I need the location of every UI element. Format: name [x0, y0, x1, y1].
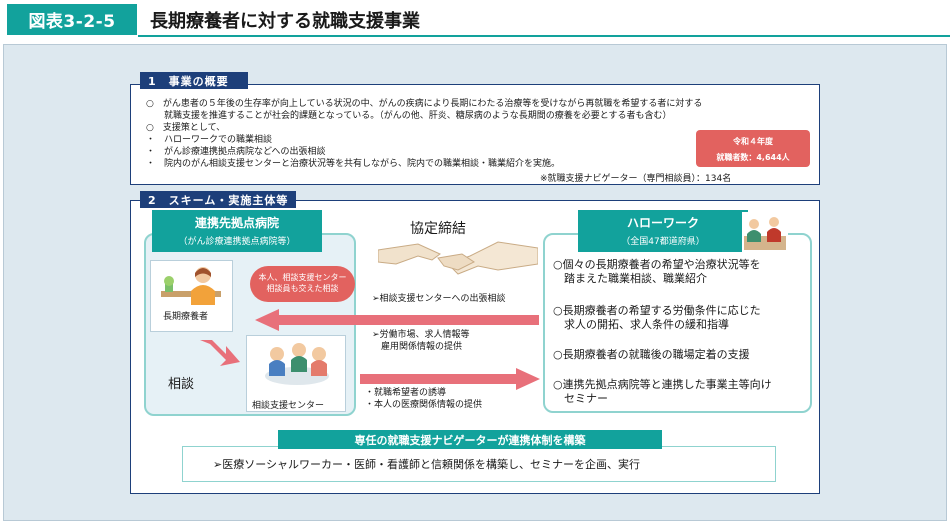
consultation-label: 相談: [168, 377, 195, 392]
employment-count-badge: 令和４年度 就職者数：4,644人: [696, 130, 810, 167]
hellowork-subtitle: （全国47都道府県）: [621, 237, 705, 247]
info-text-1: ➢労働市場、求人情報等: [372, 330, 470, 340]
consult-flow-arrow: [200, 340, 240, 366]
navigator-count-note: ※就職支援ナビゲーター（専門相談員）：134名: [540, 174, 732, 184]
header-divider: [138, 35, 950, 37]
hospital-header: 連携先拠点病院 （がん診療連携拠点病院等）: [152, 210, 322, 252]
referral-text-2: ・本人の医療関係情報の提供: [365, 400, 483, 410]
figure-title: 長期療養者に対する就職支援事業: [150, 10, 420, 32]
hospital-title: 連携先拠点病院: [194, 216, 279, 230]
hellowork-header: ハローワーク （全国47都道府県）: [578, 210, 748, 252]
hellowork-item-line: ○個々の長期療養者の希望や治療状況等を: [553, 258, 761, 271]
right-arrow: [360, 368, 540, 390]
hellowork-counselor-icon: [742, 212, 788, 252]
overview-line: ・ 院内のがん相談支援センターと治療状況等を共有しながら、院内での職業相談・職業…: [146, 159, 561, 169]
overview-line: ○ がん患者の５年後の生存率が向上している状況の中、がんの疾病により長期にわたる…: [146, 99, 703, 109]
overview-line: ・ ハローワークでの職業相談: [146, 135, 273, 145]
hellowork-item-line: セミナー: [553, 392, 608, 405]
navigator-heading: 専任の就職支援ナビゲーターが連携体制を構築: [278, 430, 662, 449]
hellowork-item: ○長期療養者の就職後の職場定着の支援: [553, 348, 750, 362]
scheme-tab: 2 スキーム・実施主体等: [140, 191, 296, 208]
patient-label: 長期療養者: [163, 312, 209, 322]
figure-header: 図表3-2-5 長期療養者に対する就職支援事業: [0, 0, 950, 37]
overview-line: ・ がん診療連携拠点病院などへの出張相談: [146, 147, 326, 157]
joint-consultation-bubble: 本人、相談支援センター 相談員も交えた相談: [250, 266, 355, 302]
hellowork-item: ○連携先拠点病院等と連携した事業主等向け セミナー: [553, 378, 772, 406]
hellowork-item-line: ○長期療養者の希望する労働条件に応じた: [553, 304, 761, 317]
figure-number-badge: 図表3-2-5: [7, 4, 137, 35]
consultation-center-label: 相談支援センター: [252, 401, 325, 411]
hellowork-item-line: 踏まえた職業相談、職業紹介: [553, 272, 707, 285]
hellowork-title: ハローワーク: [626, 216, 699, 230]
info-text-2: 雇用関係情報の提供: [372, 342, 463, 352]
hellowork-item-line: ○連携先拠点病院等と連携した事業主等向け: [553, 378, 772, 391]
badge-year: 令和４年度: [733, 137, 773, 146]
hellowork-item-line: 求人の開拓、求人条件の緩和指導: [553, 318, 729, 331]
referral-text-1: ・就職希望者の誘導: [365, 388, 447, 398]
hospital-subtitle: （がん診療連携拠点病院等）: [178, 237, 296, 247]
navigator-detail-text: ➢医療ソーシャルワーカー・医師・看護師と信頼関係を構築し、セミナーを企画、実行: [213, 458, 640, 471]
patient-card: [150, 260, 233, 332]
left-arrow: [255, 309, 539, 331]
consultation-center-card: [246, 335, 346, 412]
navigator-detail-box: ➢医療ソーシャルワーカー・医師・看護師と信頼関係を構築し、セミナーを企画、実行: [182, 446, 776, 482]
badge-count: 就職者数：4,644人: [716, 153, 790, 162]
overview-tab: 1 事業の概要: [140, 72, 248, 89]
bubble-line: 本人、相談支援センター: [258, 273, 347, 282]
consultation-illustration: [265, 343, 329, 385]
outreach-text: ➢相談支援センターへの出張相談: [372, 294, 506, 304]
bubble-line: 相談員も交えた相談: [266, 284, 339, 293]
hellowork-item: ○個々の長期療養者の希望や治療状況等を 踏まえた職業相談、職業紹介: [553, 258, 761, 286]
hellowork-item: ○長期療養者の希望する労働条件に応じた 求人の開拓、求人条件の緩和指導: [553, 304, 761, 332]
handshake-icon: [378, 241, 538, 275]
agreement-label: 協定締結: [410, 221, 466, 237]
hellowork-item-line: ○長期療養者の就職後の職場定着の支援: [553, 348, 750, 361]
patient-illustration: [161, 267, 221, 305]
overview-line: 就職支援を推進することが社会的課題となっている。（がんの他、肝炎、糖尿病のような…: [146, 111, 672, 121]
overview-line: ○ 支援策として、: [146, 123, 226, 133]
